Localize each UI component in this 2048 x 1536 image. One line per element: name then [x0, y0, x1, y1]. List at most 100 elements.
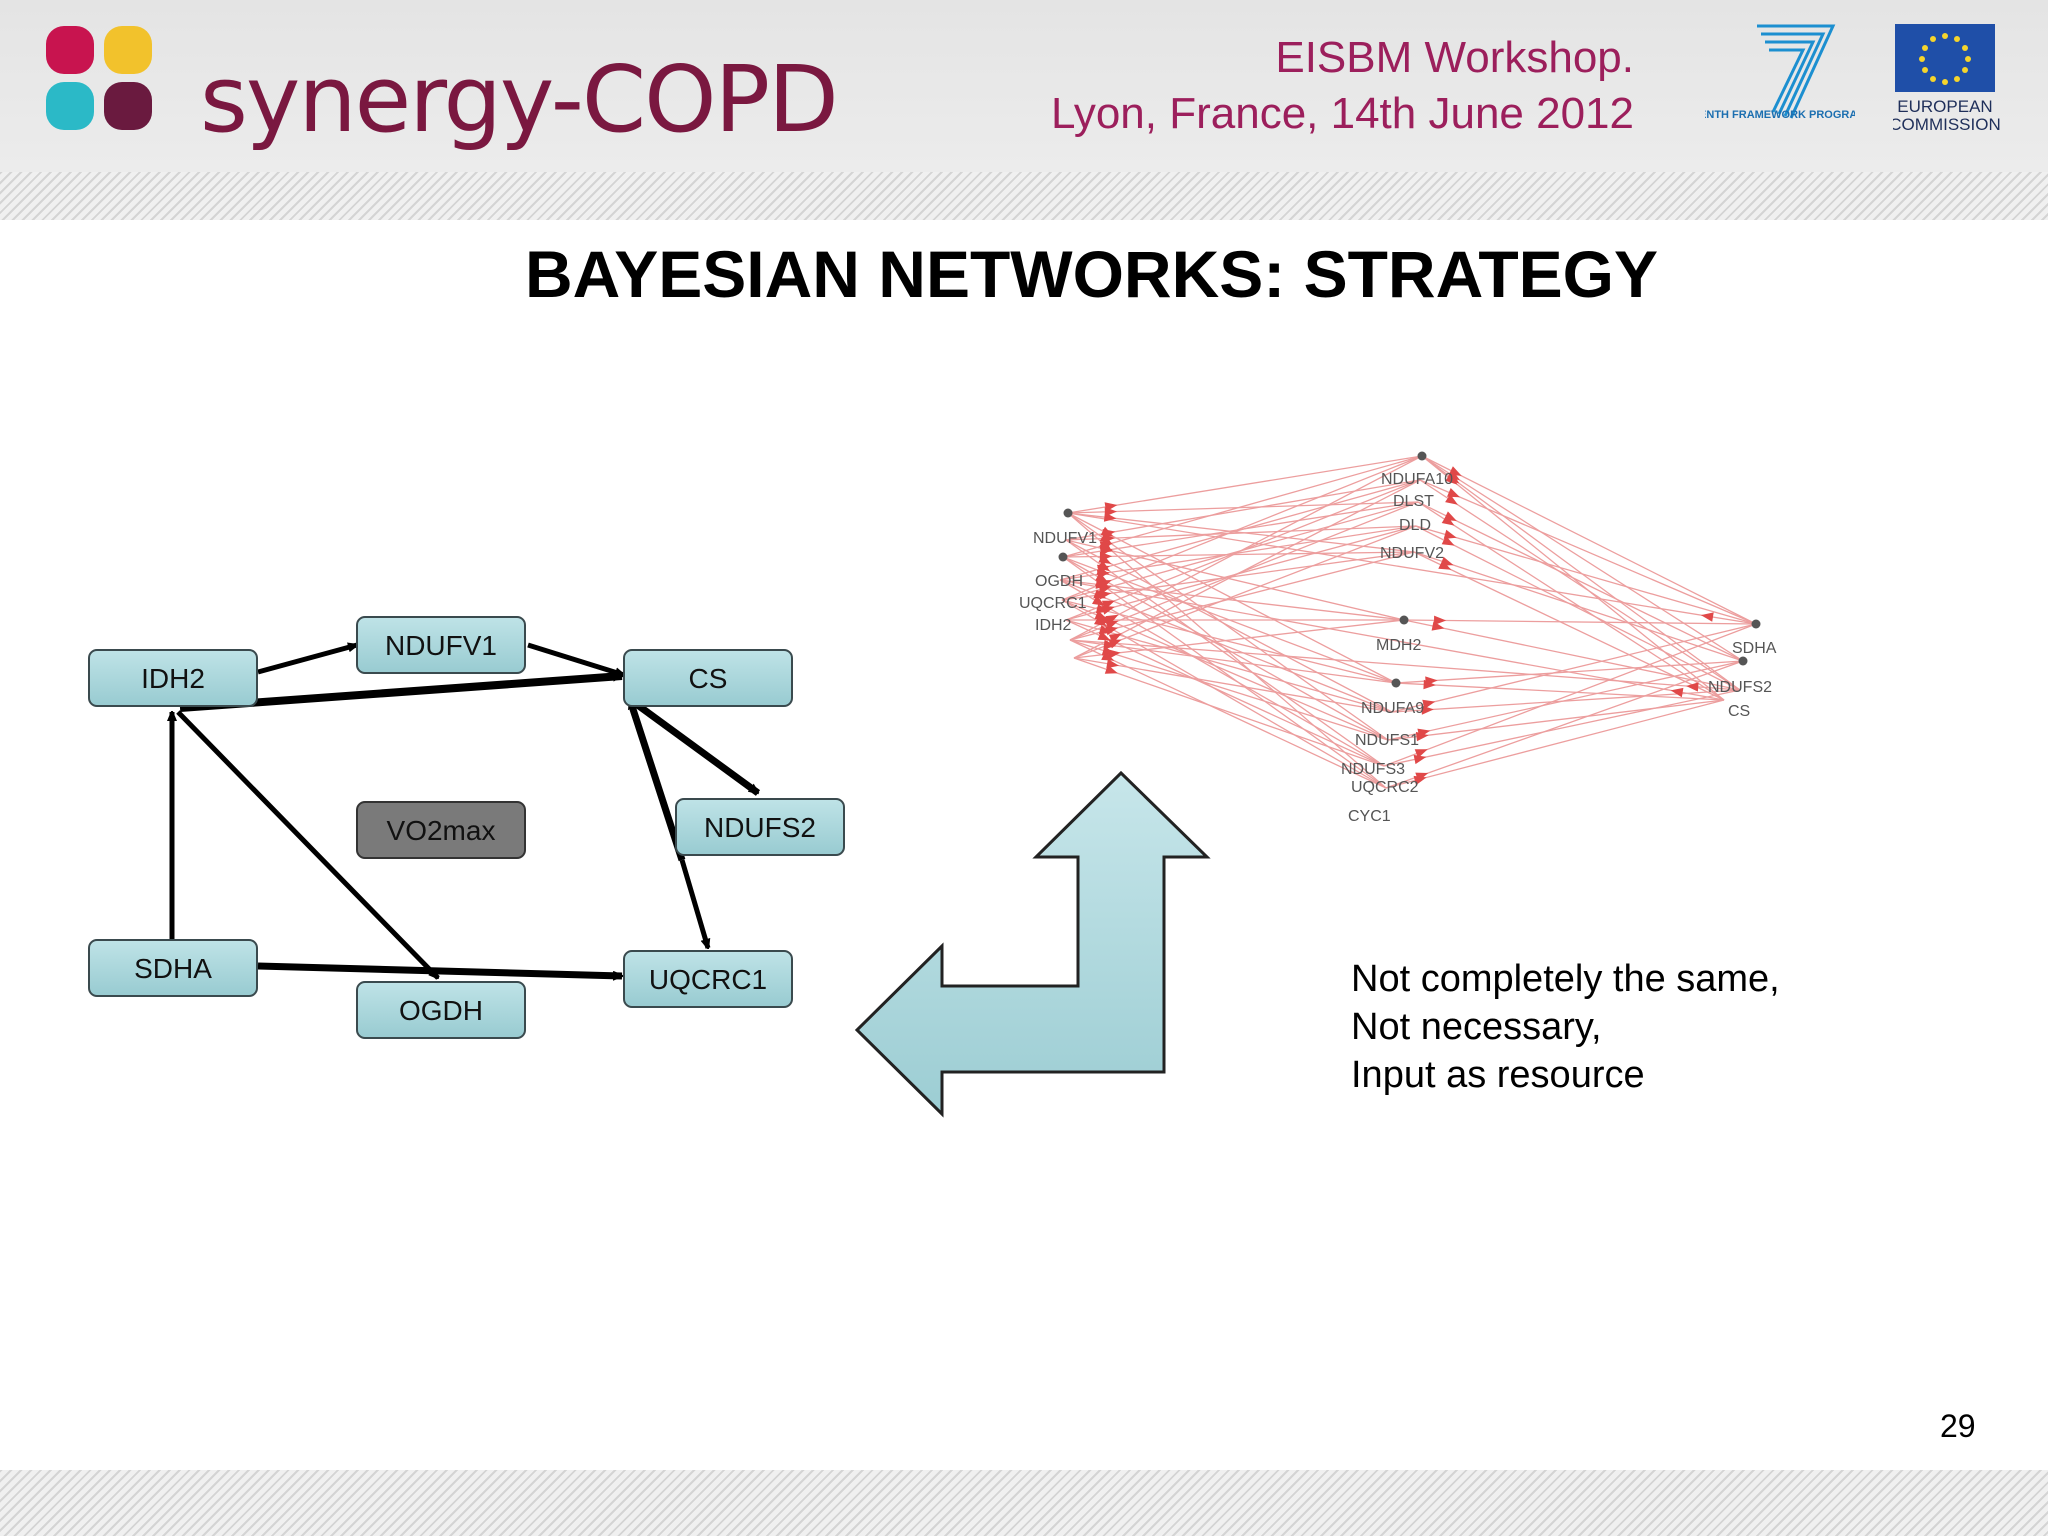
rn-arrowhead: [1094, 577, 1108, 589]
rn-edge: [1065, 539, 1405, 621]
rn-edge: [1059, 579, 1385, 767]
rn-arrowhead: [1099, 533, 1113, 545]
rn-arrowhead: [1423, 679, 1436, 690]
rn-label: OGDH: [1035, 573, 1083, 590]
event-info: EISBM Workshop. Lyon, France, 14th June …: [1051, 30, 1634, 142]
rn-arrowhead: [1413, 754, 1427, 765]
edge-ndufv1-cs: [527, 642, 624, 678]
rn-edge: [1065, 525, 1417, 621]
synergy-copd-logo: synergy-COPD: [40, 20, 839, 170]
rn-arrowhead: [1445, 494, 1458, 505]
rn-arrowhead: [1098, 554, 1112, 564]
rn-label: CS: [1728, 703, 1750, 720]
rn-edge: [1073, 657, 1393, 713]
node-label: VO2max: [387, 815, 496, 846]
rn-label: MDH2: [1376, 637, 1421, 654]
node-idh2: IDH2: [88, 649, 258, 707]
rn-label: NDUFV1: [1033, 530, 1097, 547]
european-commission-logo: EUROPEAN COMMISSION: [1889, 22, 2003, 134]
rn-edge: [1415, 525, 1757, 625]
rn-edge: [1415, 525, 1741, 691]
rn-edge: [1067, 512, 1389, 741]
rn-edge: [1421, 455, 1757, 625]
rn-arrowhead: [1092, 595, 1105, 606]
rn-arrowhead: [1106, 659, 1120, 669]
rn-label: SDHA: [1732, 640, 1777, 657]
rn-arrowhead: [1686, 682, 1699, 692]
rn-arrowhead: [1413, 775, 1427, 786]
rn-edge: [1073, 479, 1421, 659]
node-label: NDUFV1: [385, 630, 497, 661]
right-network-dots: [1058, 451, 1761, 688]
rn-label: UQCRC1: [1019, 595, 1087, 612]
rn-arrowhead: [1097, 631, 1111, 641]
page-number: 29: [1940, 1408, 1976, 1444]
rn-edge: [1073, 657, 1385, 767]
right-network-edges: [1059, 455, 1757, 789]
rn-edge: [1069, 639, 1387, 789]
rn-edge: [1421, 455, 1744, 662]
rn-edge: [1403, 619, 1741, 691]
rn-edge: [1069, 455, 1423, 641]
node-ndufs2: NDUFS2: [675, 798, 845, 856]
rn-edge: [1059, 579, 1393, 713]
node-label: NDUFS2: [704, 812, 816, 843]
node-label: IDH2: [141, 663, 205, 694]
edge-idh2-ogdh: [176, 710, 438, 978]
rn-edge: [1062, 501, 1419, 558]
slide-header: [0, 0, 2048, 172]
edge-cs-ndufs2: [625, 695, 758, 796]
bent-arrow-icon: [854, 770, 1211, 1118]
rn-edge: [1065, 539, 1393, 713]
rn-edge: [1067, 512, 1387, 789]
event-title: EISBM Workshop.: [1275, 33, 1634, 82]
node-sdha: SDHA: [88, 939, 258, 997]
rn-edge: [1383, 623, 1757, 767]
rn-label: DLST: [1393, 493, 1434, 510]
fp7-caption: SEVENTH FRAMEWORK PROGRAMME: [1705, 109, 1855, 121]
rn-edge: [1061, 599, 1389, 741]
note-line-1: Not completely the same,: [1351, 958, 1780, 1000]
rn-edge: [1069, 639, 1741, 691]
note-line-3: Input as resource: [1351, 1054, 1645, 1096]
node-vo2max: VO2max: [356, 801, 526, 859]
rn-edge: [1065, 479, 1421, 541]
rn-label: NDUFS3: [1341, 761, 1405, 778]
rn-label: IDH2: [1035, 617, 1072, 634]
rn-edge: [1059, 525, 1417, 581]
rn-arrowhead: [1422, 699, 1436, 709]
slide-title: BAYESIAN NETWORKS: STRATEGY: [524, 237, 1659, 311]
rn-edge: [1062, 455, 1423, 558]
right-network-arrowheads: [1092, 466, 1714, 786]
rn-edge: [1069, 639, 1397, 684]
footer-hatch-band: [0, 1470, 2048, 1536]
rn-edge: [1061, 501, 1419, 601]
rn-edge: [1385, 699, 1725, 789]
edge-idh2-ndufv1: [257, 645, 357, 675]
edge-ndufs2-uqcrc1: [679, 859, 711, 948]
rn-arrowhead: [1095, 572, 1109, 583]
rn-edge: [1061, 455, 1423, 601]
rn-arrowhead: [1415, 731, 1429, 742]
clover-icon: [46, 26, 152, 130]
rn-edge: [1395, 682, 1725, 701]
rn-edge: [1385, 660, 1744, 789]
rn-edge: [1387, 660, 1744, 741]
rn-edge: [1065, 619, 1393, 713]
rn-edge: [1069, 551, 1415, 641]
rn-arrowhead: [1099, 539, 1112, 551]
observation-note: Not completely the same, Not necessary, …: [1351, 955, 1780, 1099]
node-label: CS: [689, 663, 728, 694]
node-label: SDHA: [134, 953, 212, 984]
rn-arrowhead: [1103, 639, 1117, 650]
event-location-date: Lyon, France, 14th June 2012: [1051, 89, 1634, 138]
rn-arrowhead: [1445, 473, 1458, 485]
logo-wordmark: synergy-COPD: [200, 46, 839, 153]
rn-edge: [1391, 623, 1757, 713]
rn-edge: [1062, 556, 1387, 789]
rn-edge: [1073, 525, 1417, 659]
rn-arrowhead: [1095, 604, 1109, 614]
node-ogdh: OGDH: [356, 981, 526, 1039]
rn-arrowhead: [1101, 605, 1115, 615]
